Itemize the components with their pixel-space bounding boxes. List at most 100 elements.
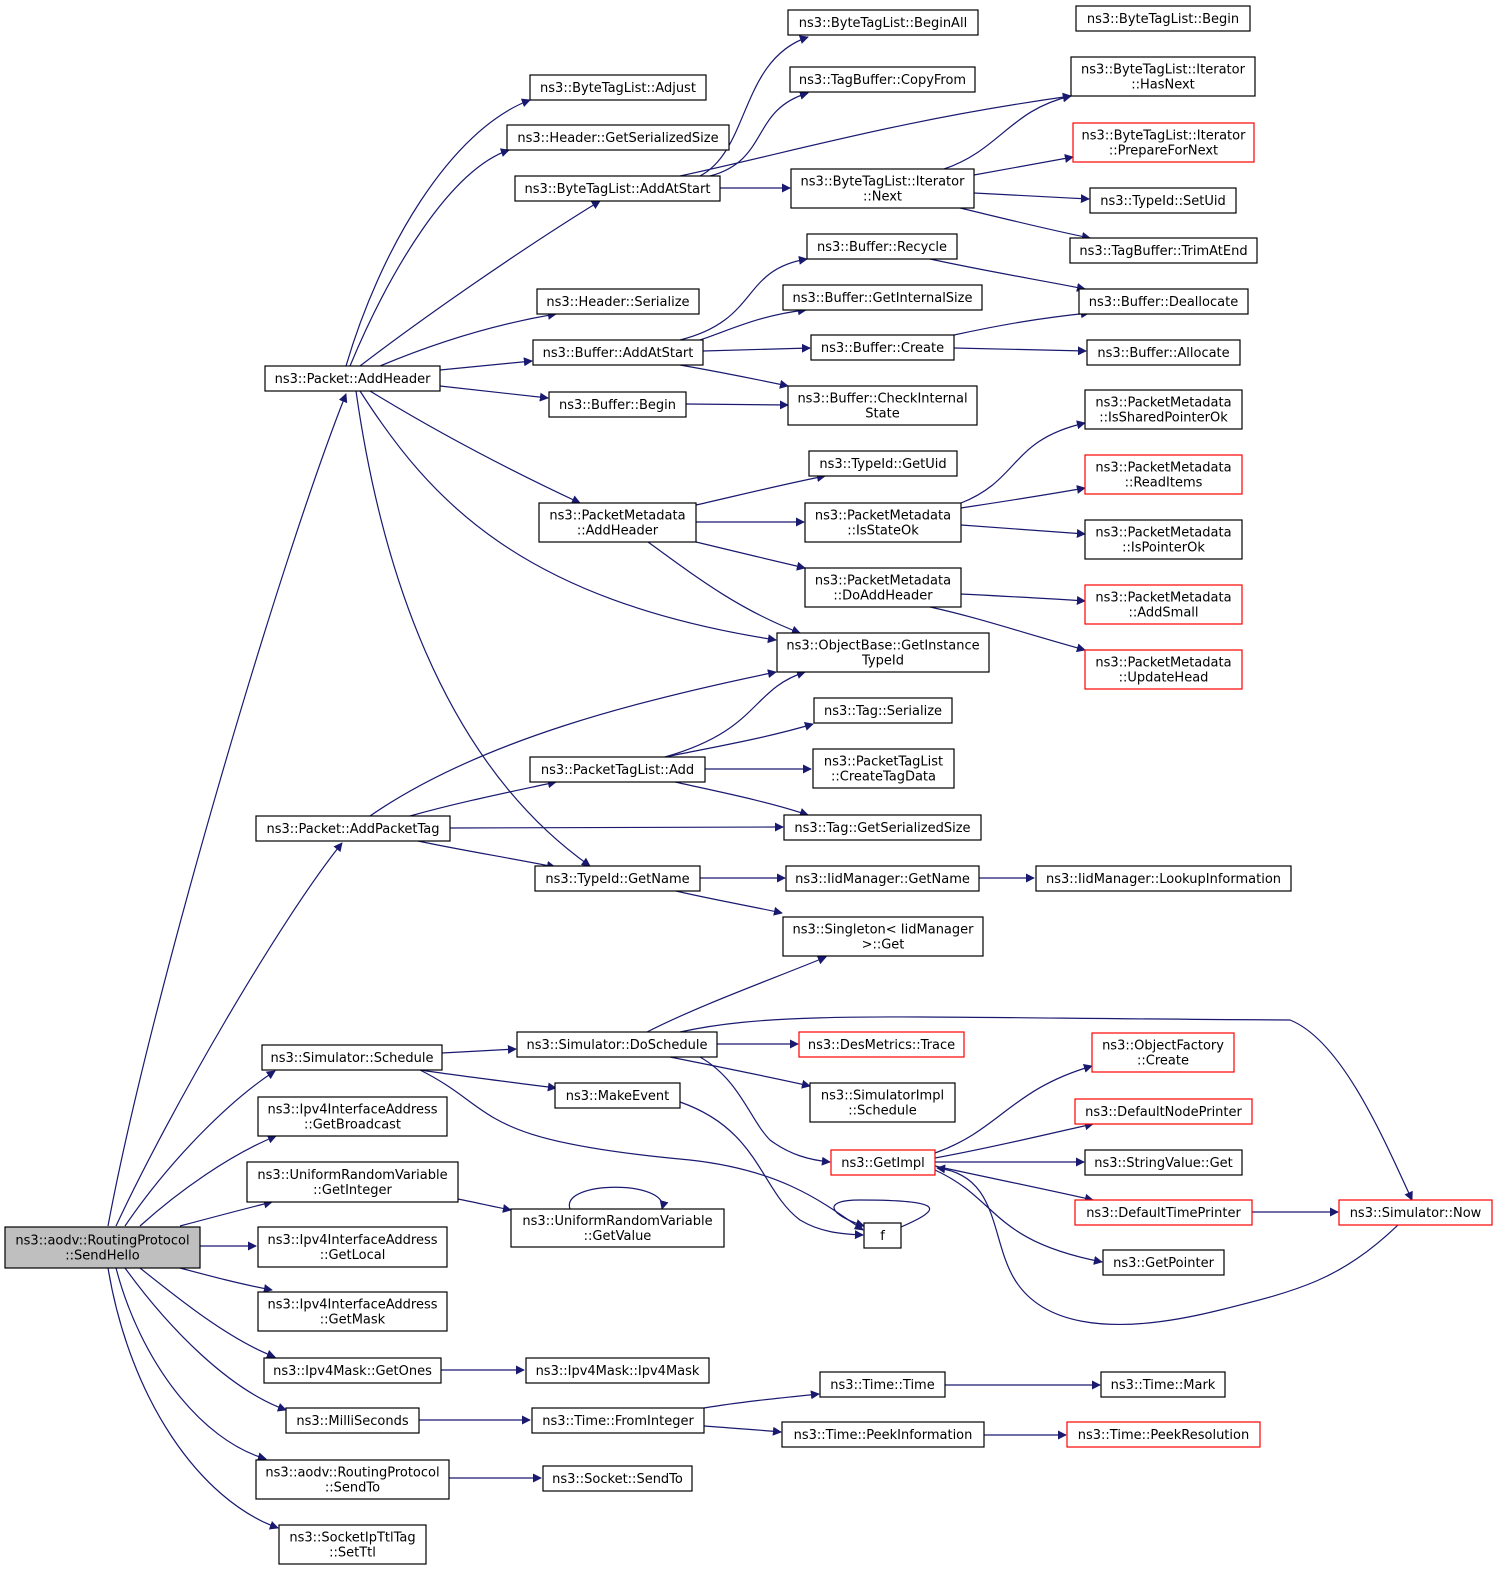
- node-msec[interactable]: ns3::MilliSeconds: [285, 1407, 420, 1434]
- node-label: ::AddSmall: [1128, 606, 1198, 621]
- node-dmtr[interactable]: ns3::DesMetrics::Trace: [798, 1031, 965, 1058]
- node-pmisp[interactable]: ns3::PacketMetadata::IsSharedPointerOk: [1084, 389, 1243, 430]
- node-label: ns3::Buffer::CheckInternal: [797, 392, 967, 407]
- node-label: ns3::IidManager::GetName: [795, 872, 970, 887]
- node-tidgn[interactable]: ns3::TypeId::GetName: [534, 865, 701, 892]
- edge-btlin-btlihn: [943, 93, 1072, 170]
- node-tpres[interactable]: ns3::Time::PeekResolution: [1066, 1421, 1261, 1448]
- node-pmiso[interactable]: ns3::PacketMetadata::IsStateOk: [804, 502, 962, 543]
- node-pmipo[interactable]: ns3::PacketMetadata::IsPointerOk: [1084, 519, 1243, 560]
- node-gmask[interactable]: ns3::Ipv4InterfaceAddress::GetMask: [257, 1291, 448, 1332]
- node-gimpl[interactable]: ns3::GetImpl: [830, 1149, 936, 1176]
- node-ofcre[interactable]: ns3::ObjectFactory::Create: [1091, 1032, 1235, 1073]
- node-gptr[interactable]: ns3::GetPointer: [1102, 1249, 1225, 1276]
- node-btlb[interactable]: ns3::ByteTagList::Begin: [1075, 5, 1251, 32]
- node-btlaas[interactable]: ns3::ByteTagList::AddAtStart: [514, 175, 721, 202]
- node-btlihn[interactable]: ns3::ByteTagList::Iterator::HasNext: [1070, 56, 1256, 97]
- node-baas[interactable]: ns3::Buffer::AddAtStart: [532, 339, 704, 366]
- node-hser[interactable]: ns3::Header::Serialize: [536, 288, 700, 315]
- node-btlba[interactable]: ns3::ByteTagList::BeginAll: [787, 9, 979, 36]
- node-box: [532, 339, 704, 366]
- node-gloc[interactable]: ns3::Ipv4InterfaceAddress::GetLocal: [257, 1226, 448, 1268]
- node-ttime[interactable]: ns3::Time::Time: [819, 1371, 946, 1398]
- node-iidgn[interactable]: ns3::IidManager::GetName: [785, 865, 980, 892]
- node-tbcf[interactable]: ns3::TagBuffer::CopyFrom: [789, 66, 976, 93]
- node-ptlctd[interactable]: ns3::PacketTagList::CreateTagData: [812, 748, 955, 789]
- edge-sdos-singget: [646, 955, 827, 1033]
- node-btlin[interactable]: ns3::ByteTagList::Iterator::Next: [790, 168, 975, 209]
- node-box: [1069, 237, 1258, 264]
- node-bbegin[interactable]: ns3::Buffer::Begin: [548, 391, 687, 418]
- node-label: ns3::GetPointer: [1113, 1256, 1214, 1271]
- edge-ssch-sdos: [441, 1044, 517, 1054]
- node-balloc[interactable]: ns3::Buffer::Allocate: [1086, 339, 1241, 366]
- node-simpls[interactable]: ns3::SimulatorImpl::Schedule: [809, 1082, 956, 1123]
- node-pmah[interactable]: ns3::PacketMetadata::AddHeader: [538, 502, 697, 543]
- node-gones[interactable]: ns3::Ipv4Mask::GetOnes: [263, 1357, 442, 1384]
- edge-tidgn-singget: [675, 890, 783, 916]
- node-label: ns3::IidManager::LookupInformation: [1046, 872, 1281, 887]
- node-ptla[interactable]: ns3::PacketTagList::Add: [529, 756, 706, 783]
- node-tidsu[interactable]: ns3::TypeId::SetUid: [1089, 187, 1237, 214]
- node-bcre[interactable]: ns3::Buffer::Create: [810, 334, 955, 361]
- node-hgss[interactable]: ns3::Header::GetSerializedSize: [506, 124, 730, 151]
- node-dtp[interactable]: ns3::DefaultTimePrinter: [1074, 1199, 1253, 1226]
- edge-pah-hser: [379, 310, 557, 367]
- node-singget[interactable]: ns3::Singleton< IidManager>::Get: [782, 916, 984, 957]
- edge-f-self: [833, 1199, 931, 1228]
- node-pmas[interactable]: ns3::PacketMetadata::AddSmall: [1084, 584, 1243, 625]
- node-tser[interactable]: ns3::Tag::Serialize: [813, 697, 953, 724]
- node-snow[interactable]: ns3::Simulator::Now: [1338, 1199, 1493, 1226]
- node-box: [1074, 1098, 1253, 1125]
- node-label: ns3::ObjectBase::GetInstance: [786, 639, 979, 654]
- node-papt[interactable]: ns3::Packet::AddPacketTag: [255, 815, 451, 842]
- node-tidgu[interactable]: ns3::TypeId::GetUid: [808, 450, 958, 477]
- node-box: [278, 1524, 427, 1565]
- node-svget[interactable]: ns3::StringValue::Get: [1084, 1149, 1243, 1176]
- node-tbtae[interactable]: ns3::TagBuffer::TrimAtEnd: [1069, 237, 1258, 264]
- edge-papt-obgit: [369, 669, 777, 817]
- edge-pah-obgit: [359, 390, 777, 644]
- node-label: State: [865, 407, 899, 422]
- node-tgss[interactable]: ns3::Tag::GetSerializedSize: [783, 814, 982, 841]
- node-btladj[interactable]: ns3::ByteTagList::Adjust: [529, 74, 707, 101]
- node-btlipfn[interactable]: ns3::ByteTagList::Iterator::PrepareForNe…: [1072, 122, 1255, 163]
- node-urvgi[interactable]: ns3::UniformRandomVariable::GetInteger: [246, 1161, 459, 1203]
- node-setttl[interactable]: ns3::SocketIpTtlTag::SetTtl: [278, 1524, 427, 1565]
- nodes: ns3::aodv::RoutingProtocol::SendHellons3…: [4, 5, 1493, 1565]
- node-pmri[interactable]: ns3::PacketMetadata::ReadItems: [1084, 454, 1243, 495]
- node-box: [525, 1357, 710, 1384]
- node-label: ::GetBroadcast: [304, 1118, 401, 1133]
- node-ipv4m[interactable]: ns3::Ipv4Mask::Ipv4Mask: [525, 1357, 710, 1384]
- node-bdealloc[interactable]: ns3::Buffer::Deallocate: [1078, 288, 1249, 315]
- node-sdos[interactable]: ns3::Simulator::DoSchedule: [516, 1031, 718, 1058]
- node-tfi[interactable]: ns3::Time::FromInteger: [531, 1407, 705, 1434]
- node-gbc[interactable]: ns3::Ipv4InterfaceAddress::GetBroadcast: [257, 1096, 448, 1137]
- node-root[interactable]: ns3::aodv::RoutingProtocol::SendHello: [4, 1226, 201, 1269]
- node-urvgv[interactable]: ns3::UniformRandomVariable::GetValue: [510, 1208, 725, 1248]
- node-pah[interactable]: ns3::Packet::AddHeader: [264, 365, 441, 392]
- node-ssch[interactable]: ns3::Simulator::Schedule: [261, 1044, 443, 1071]
- node-tpeek[interactable]: ns3::Time::PeekInformation: [781, 1421, 985, 1448]
- edge-btlin-tidsu: [973, 192, 1090, 204]
- node-bgis[interactable]: ns3::Buffer::GetInternalSize: [782, 284, 983, 311]
- node-brec[interactable]: ns3::Buffer::Recycle: [806, 233, 958, 260]
- node-iidli[interactable]: ns3::IidManager::LookupInformation: [1035, 865, 1292, 892]
- edge-pmiso-pmri: [960, 484, 1086, 509]
- node-mev[interactable]: ns3::MakeEvent: [554, 1082, 681, 1109]
- node-label: ns3::MilliSeconds: [296, 1414, 409, 1429]
- node-dnp[interactable]: ns3::DefaultNodePrinter: [1074, 1098, 1253, 1125]
- node-pmuh[interactable]: ns3::PacketMetadata::UpdateHead: [1084, 649, 1243, 690]
- node-tmark[interactable]: ns3::Time::Mark: [1100, 1371, 1226, 1398]
- node-label: f: [880, 1229, 885, 1244]
- node-label: ns3::GetImpl: [841, 1156, 925, 1171]
- node-f[interactable]: f: [863, 1222, 902, 1249]
- node-pmdah[interactable]: ns3::PacketMetadata::DoAddHeader: [804, 567, 962, 608]
- node-label: ns3::ObjectFactory: [1102, 1039, 1224, 1054]
- node-label: ::CreateTagData: [831, 770, 936, 785]
- node-ssendto[interactable]: ns3::Socket::SendTo: [542, 1465, 693, 1492]
- node-box: [257, 1291, 448, 1332]
- node-sendto[interactable]: ns3::aodv::RoutingProtocol::SendTo: [255, 1459, 450, 1500]
